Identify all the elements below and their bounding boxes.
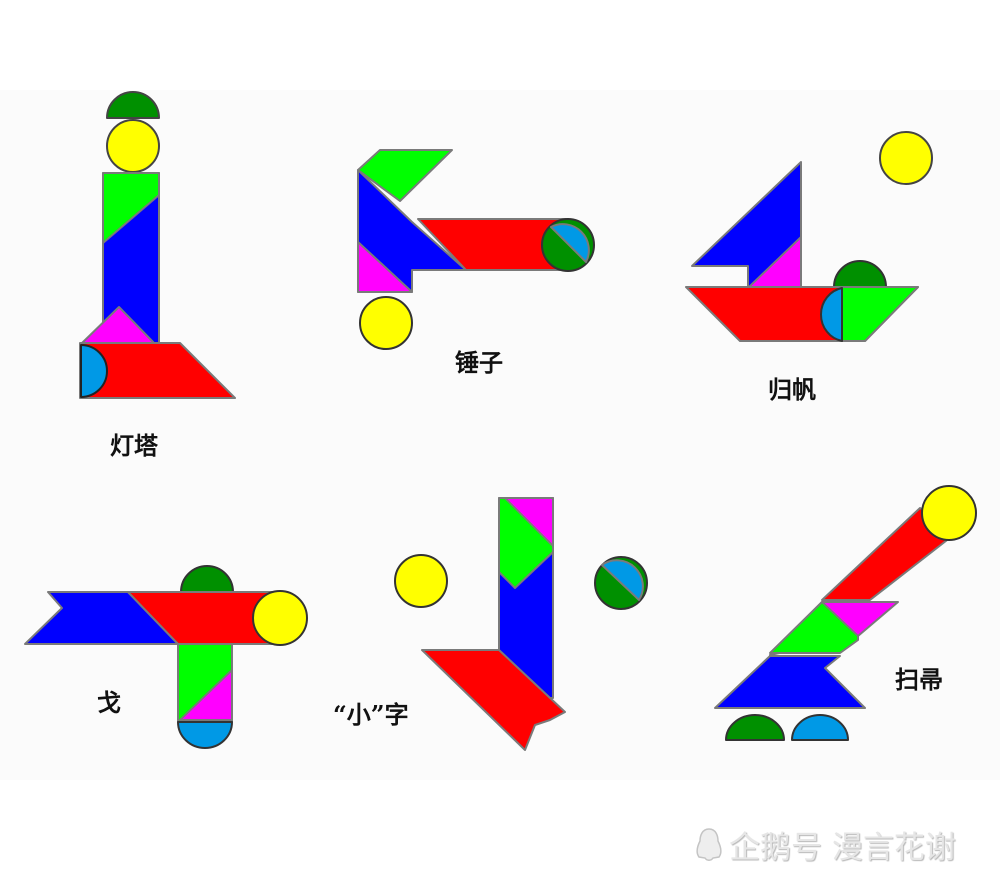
label-dagger-axe: 戈 xyxy=(97,688,121,717)
figure-dagger-axe xyxy=(24,565,308,749)
label-hammer: 锤子 xyxy=(455,348,503,377)
figure-returning-sail xyxy=(685,131,933,342)
figure-lighthouse xyxy=(79,91,236,399)
label-broom: 扫帚 xyxy=(895,665,943,694)
watermark: 企鹅号 漫言花谢 xyxy=(695,822,956,867)
watermark-text: 企鹅号 漫言花谢 xyxy=(729,830,956,866)
label-lighthouse: 灯塔 xyxy=(110,431,158,460)
label-xiao-character: “小”字 xyxy=(333,700,409,729)
figure-broom xyxy=(714,485,977,741)
penguin-icon xyxy=(696,827,722,861)
figure-xiao-character xyxy=(394,497,648,751)
figure-hammer xyxy=(357,149,595,350)
label-returning-sail: 归帆 xyxy=(768,375,816,404)
